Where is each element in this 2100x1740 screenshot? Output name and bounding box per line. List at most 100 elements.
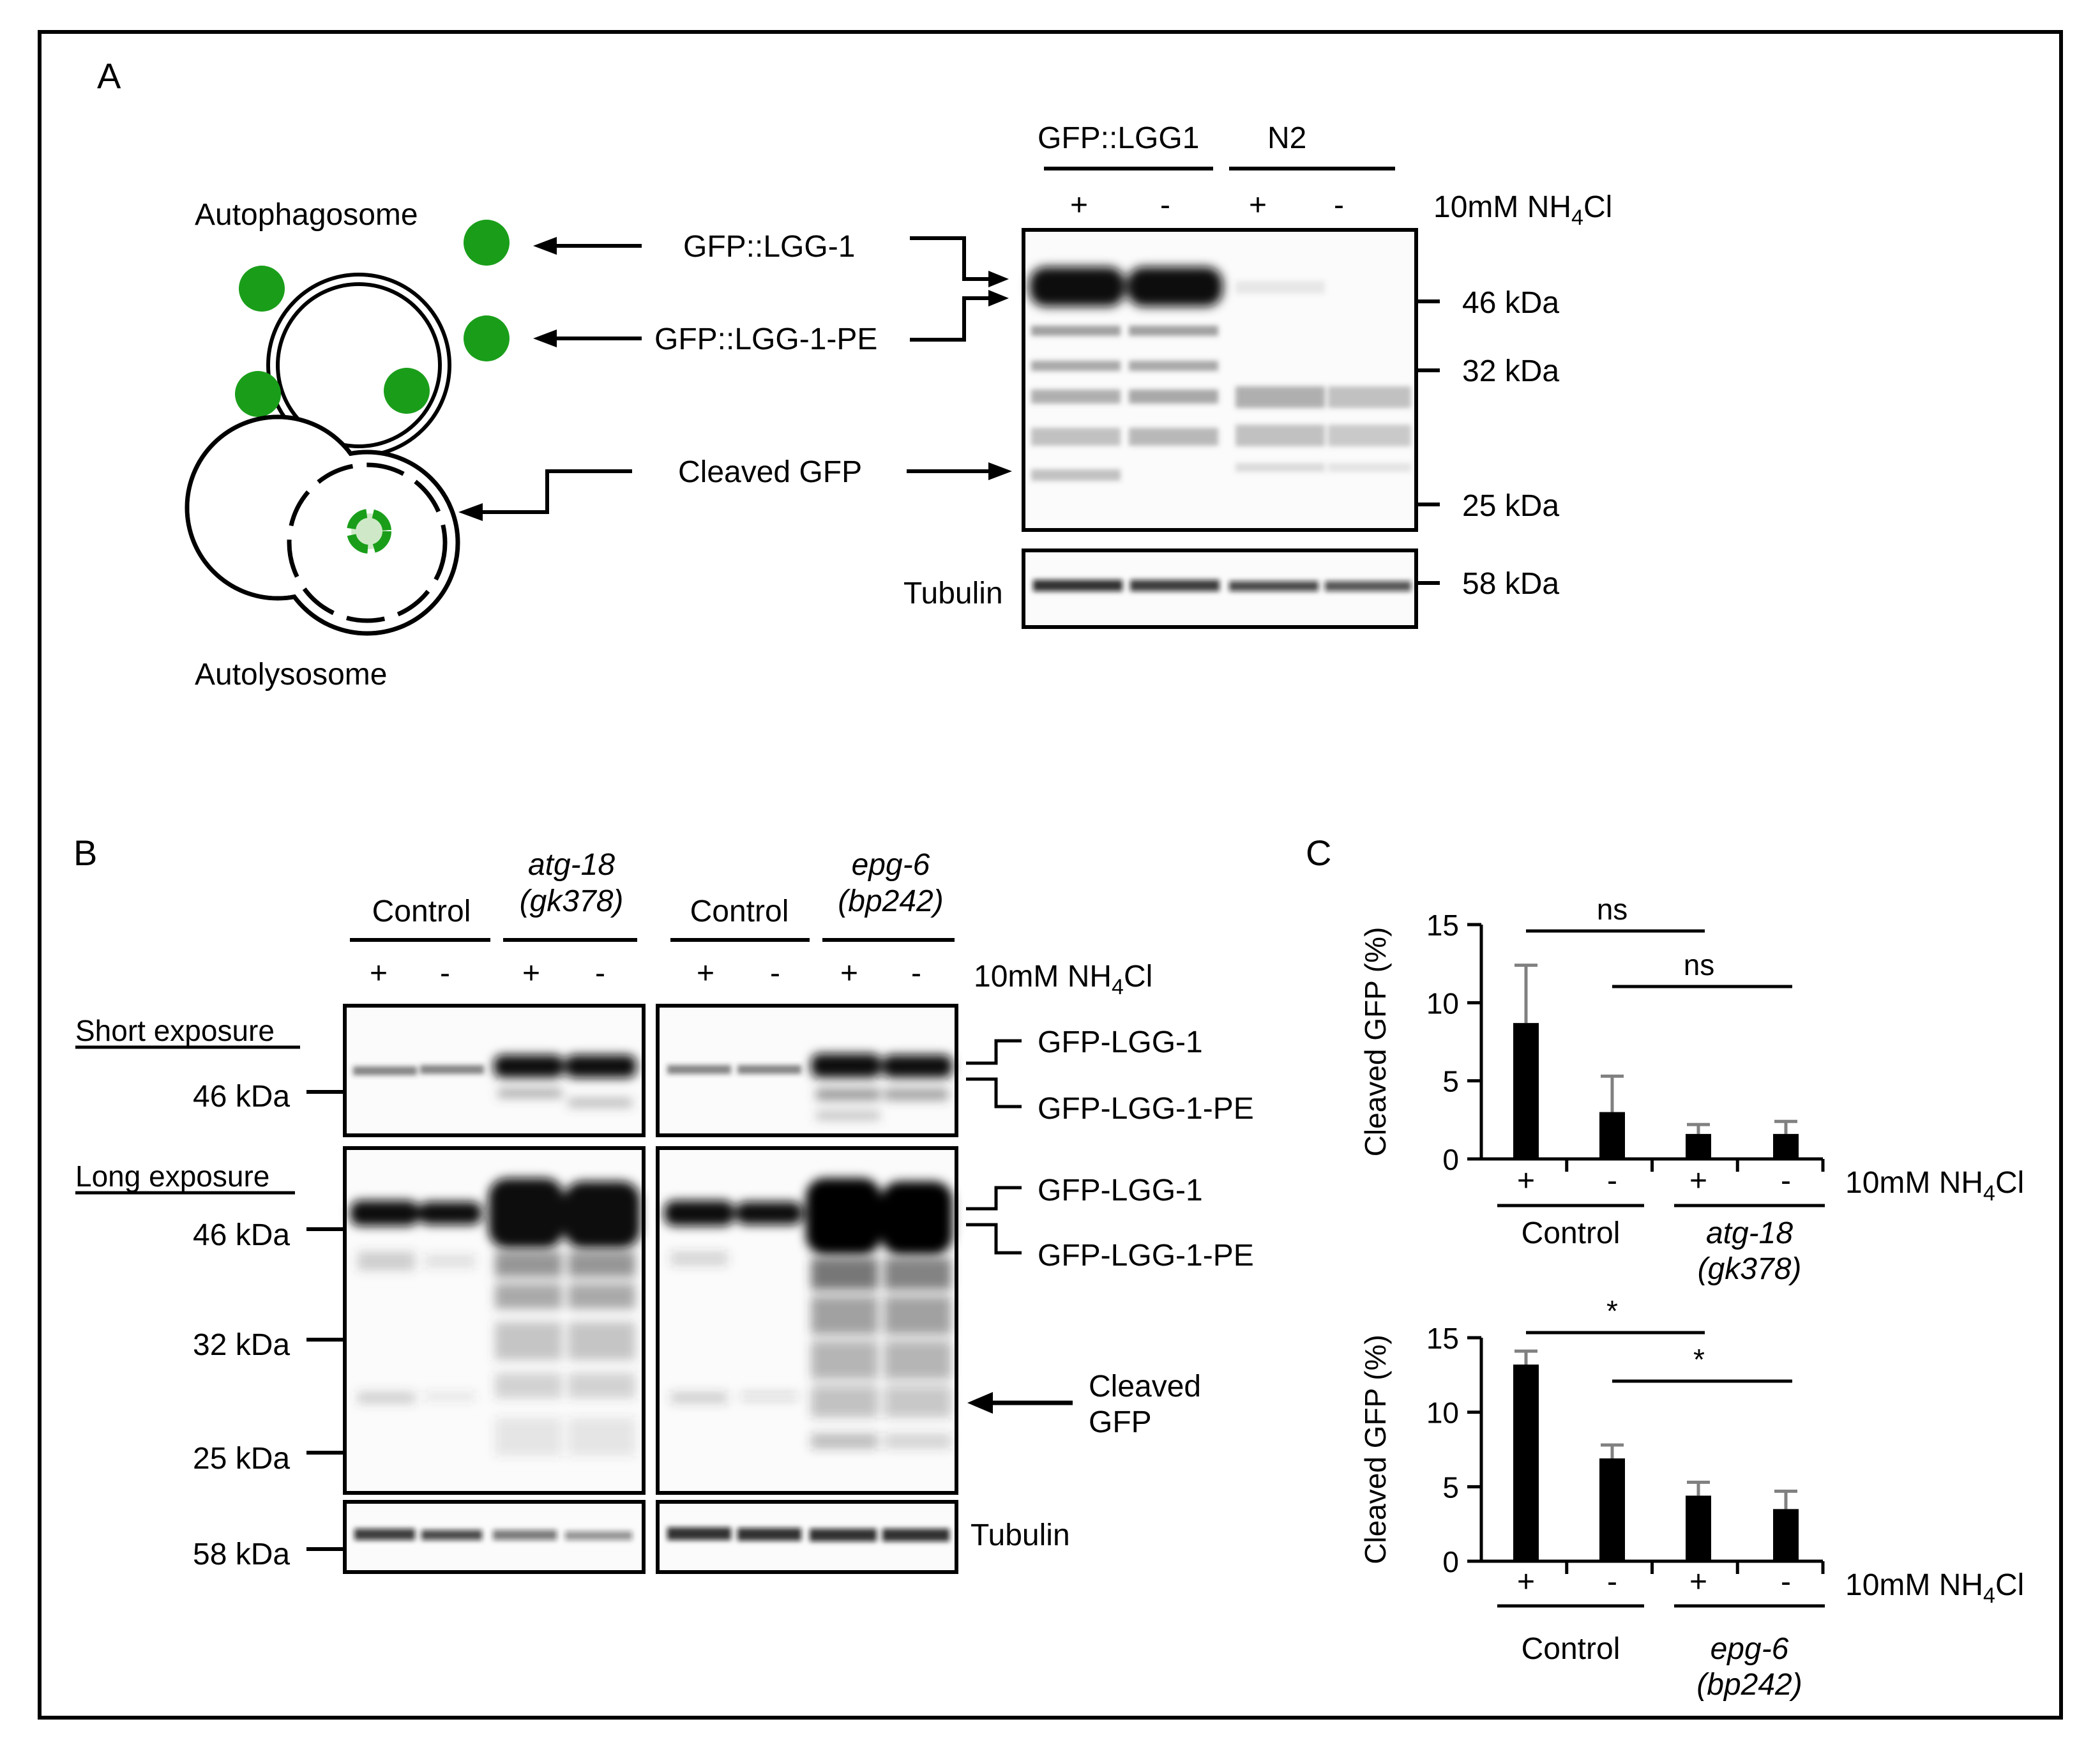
marker-58-a: 58 kDa: [1462, 567, 1559, 601]
blot-a-main: [1022, 228, 1418, 532]
significance-label: *: [1693, 1343, 1705, 1376]
panel-b: B Control atg-18 (gk378) Control epg-6 (…: [73, 833, 1254, 1574]
marker-32: 32 kDa: [1462, 354, 1559, 388]
bar: [1513, 1365, 1539, 1561]
marker-46-long: 46 kDa: [193, 1218, 290, 1252]
autophagy-schematic: Autophagosome Autolysosome: [185, 198, 510, 692]
long-exposure-label: Long exposure: [75, 1160, 269, 1193]
label-cleaved-gfp: Cleaved GFP: [678, 455, 862, 489]
label-gfp-lgg1-pe-long: GFP-LGG-1-PE: [1038, 1239, 1254, 1273]
gfp-dot: [464, 220, 510, 266]
label-gfp-lgg1-pe-short: GFP-LGG-1-PE: [1038, 1092, 1254, 1126]
lane-sign: -: [911, 957, 921, 990]
bar: [1599, 1458, 1625, 1561]
group-label: atg-18: [1706, 1216, 1793, 1250]
treatment-label: 10mM NH4Cl: [1845, 1568, 2024, 1608]
gfp-dot: [384, 368, 430, 414]
group-label: Control: [372, 895, 471, 928]
group-label: epg-6: [1711, 1632, 1789, 1666]
cleaved-gfp-arrowhead: [967, 1392, 993, 1414]
brackets-b: [966, 1039, 1073, 1405]
label-cleaved-gfp-2: GFP: [1089, 1405, 1152, 1439]
group-label: (gk378): [1698, 1252, 1802, 1286]
y-tick-label: 10: [1426, 987, 1459, 1020]
label-gfp-lgg1: GFP::LGG-1: [683, 230, 855, 264]
marker-58-b: 58 kDa: [193, 1538, 290, 1571]
y-axis-label: Cleaved GFP (%): [1359, 1335, 1392, 1564]
x-category-label: -: [1607, 1164, 1617, 1198]
y-tick-label: 15: [1426, 1322, 1459, 1355]
panel-a: A Autophagosome Autolysosome: [97, 56, 1612, 692]
tubulin-label-a: Tubulin: [903, 577, 1003, 610]
x-category-label: +: [1689, 1164, 1707, 1198]
autolysosome-label: Autolysosome: [195, 658, 387, 692]
gfp-dot: [464, 315, 510, 361]
panel-b-letter: B: [73, 833, 97, 873]
group-label: Control: [1522, 1632, 1620, 1666]
blot-b-short-left: [343, 1004, 646, 1137]
lane-signs-b: + - + - + - + -: [370, 957, 921, 990]
lane-sign: +: [522, 957, 540, 990]
lane-signs-a: + - + -: [1070, 188, 1344, 222]
band-annotations: [482, 236, 993, 514]
significance-label: *: [1606, 1294, 1618, 1328]
y-tick-label: 0: [1442, 1545, 1459, 1578]
lane-sign: +: [370, 957, 388, 990]
marker-46-short: 46 kDa: [193, 1080, 290, 1114]
blot-b-tubulin-right: [656, 1500, 958, 1574]
bar: [1773, 1133, 1799, 1159]
lane-sign: +: [697, 957, 714, 990]
treatment-label: 10mM NH4Cl: [1845, 1166, 2024, 1206]
marker-46: 46 kDa: [1462, 286, 1559, 320]
lane-sign: -: [595, 957, 605, 990]
group-label: Control: [690, 895, 789, 928]
x-category-label: +: [1517, 1565, 1535, 1599]
gfp-dot: [239, 266, 285, 312]
y-axis-label: Cleaved GFP (%): [1359, 927, 1392, 1157]
group-label-n2: N2: [1267, 121, 1306, 155]
group-label: Control: [1522, 1216, 1620, 1250]
panel-a-letter: A: [97, 56, 121, 96]
y-tick-label: 10: [1426, 1396, 1459, 1430]
x-category-label: -: [1781, 1565, 1791, 1599]
lane-sign: -: [770, 957, 780, 990]
treatment-label: 10mM NH4Cl: [1433, 190, 1612, 230]
group-label: (bp242): [1696, 1668, 1802, 1702]
markers-a: [1416, 299, 1440, 585]
label-gfp-lgg1-pe: GFP::LGG-1-PE: [654, 322, 877, 356]
panel-c: C 0 5 10 15 Cleaved GFP (%) + - + - Control atg-18…: [1306, 833, 2024, 1702]
blot-b-long-left: [343, 1146, 646, 1495]
autophagosome-label: Autophagosome: [195, 198, 418, 232]
lane-sign: -: [440, 957, 450, 990]
label-cleaved: Cleaved: [1089, 1370, 1201, 1403]
label-gfp-lgg1-short: GFP-LGG-1: [1038, 1025, 1203, 1059]
significance-label: ns: [1597, 893, 1628, 926]
x-category-label: +: [1689, 1565, 1707, 1599]
marker-25: 25 kDa: [1462, 489, 1559, 523]
y-tick-label: 5: [1442, 1471, 1459, 1504]
autolysosome-shape: [185, 414, 460, 636]
blot-b-short-right: [656, 1004, 958, 1137]
y-tick-label: 5: [1442, 1065, 1459, 1098]
markers-b: [306, 1090, 345, 1551]
tubulin-label-b: Tubulin: [971, 1518, 1070, 1552]
bar: [1599, 1112, 1625, 1159]
blot-a-tubulin: [1022, 548, 1418, 629]
significance-label: ns: [1684, 948, 1715, 981]
bar: [1773, 1509, 1799, 1561]
lane-sign: -: [1160, 188, 1170, 222]
blot-b-long-right: [656, 1146, 958, 1495]
short-exposure-label: Short exposure: [75, 1014, 275, 1047]
y-tick-label: 0: [1442, 1143, 1459, 1176]
label-gfp-lgg1-long: GFP-LGG-1: [1038, 1174, 1203, 1207]
marker-25-long: 25 kDa: [193, 1442, 290, 1476]
lane-sign: +: [840, 957, 858, 990]
lane-sign: +: [1249, 188, 1267, 222]
lane-sign: -: [1334, 188, 1344, 222]
lane-sign: +: [1070, 188, 1088, 222]
panel-c-letter: C: [1306, 833, 1331, 873]
bar: [1513, 1023, 1539, 1159]
